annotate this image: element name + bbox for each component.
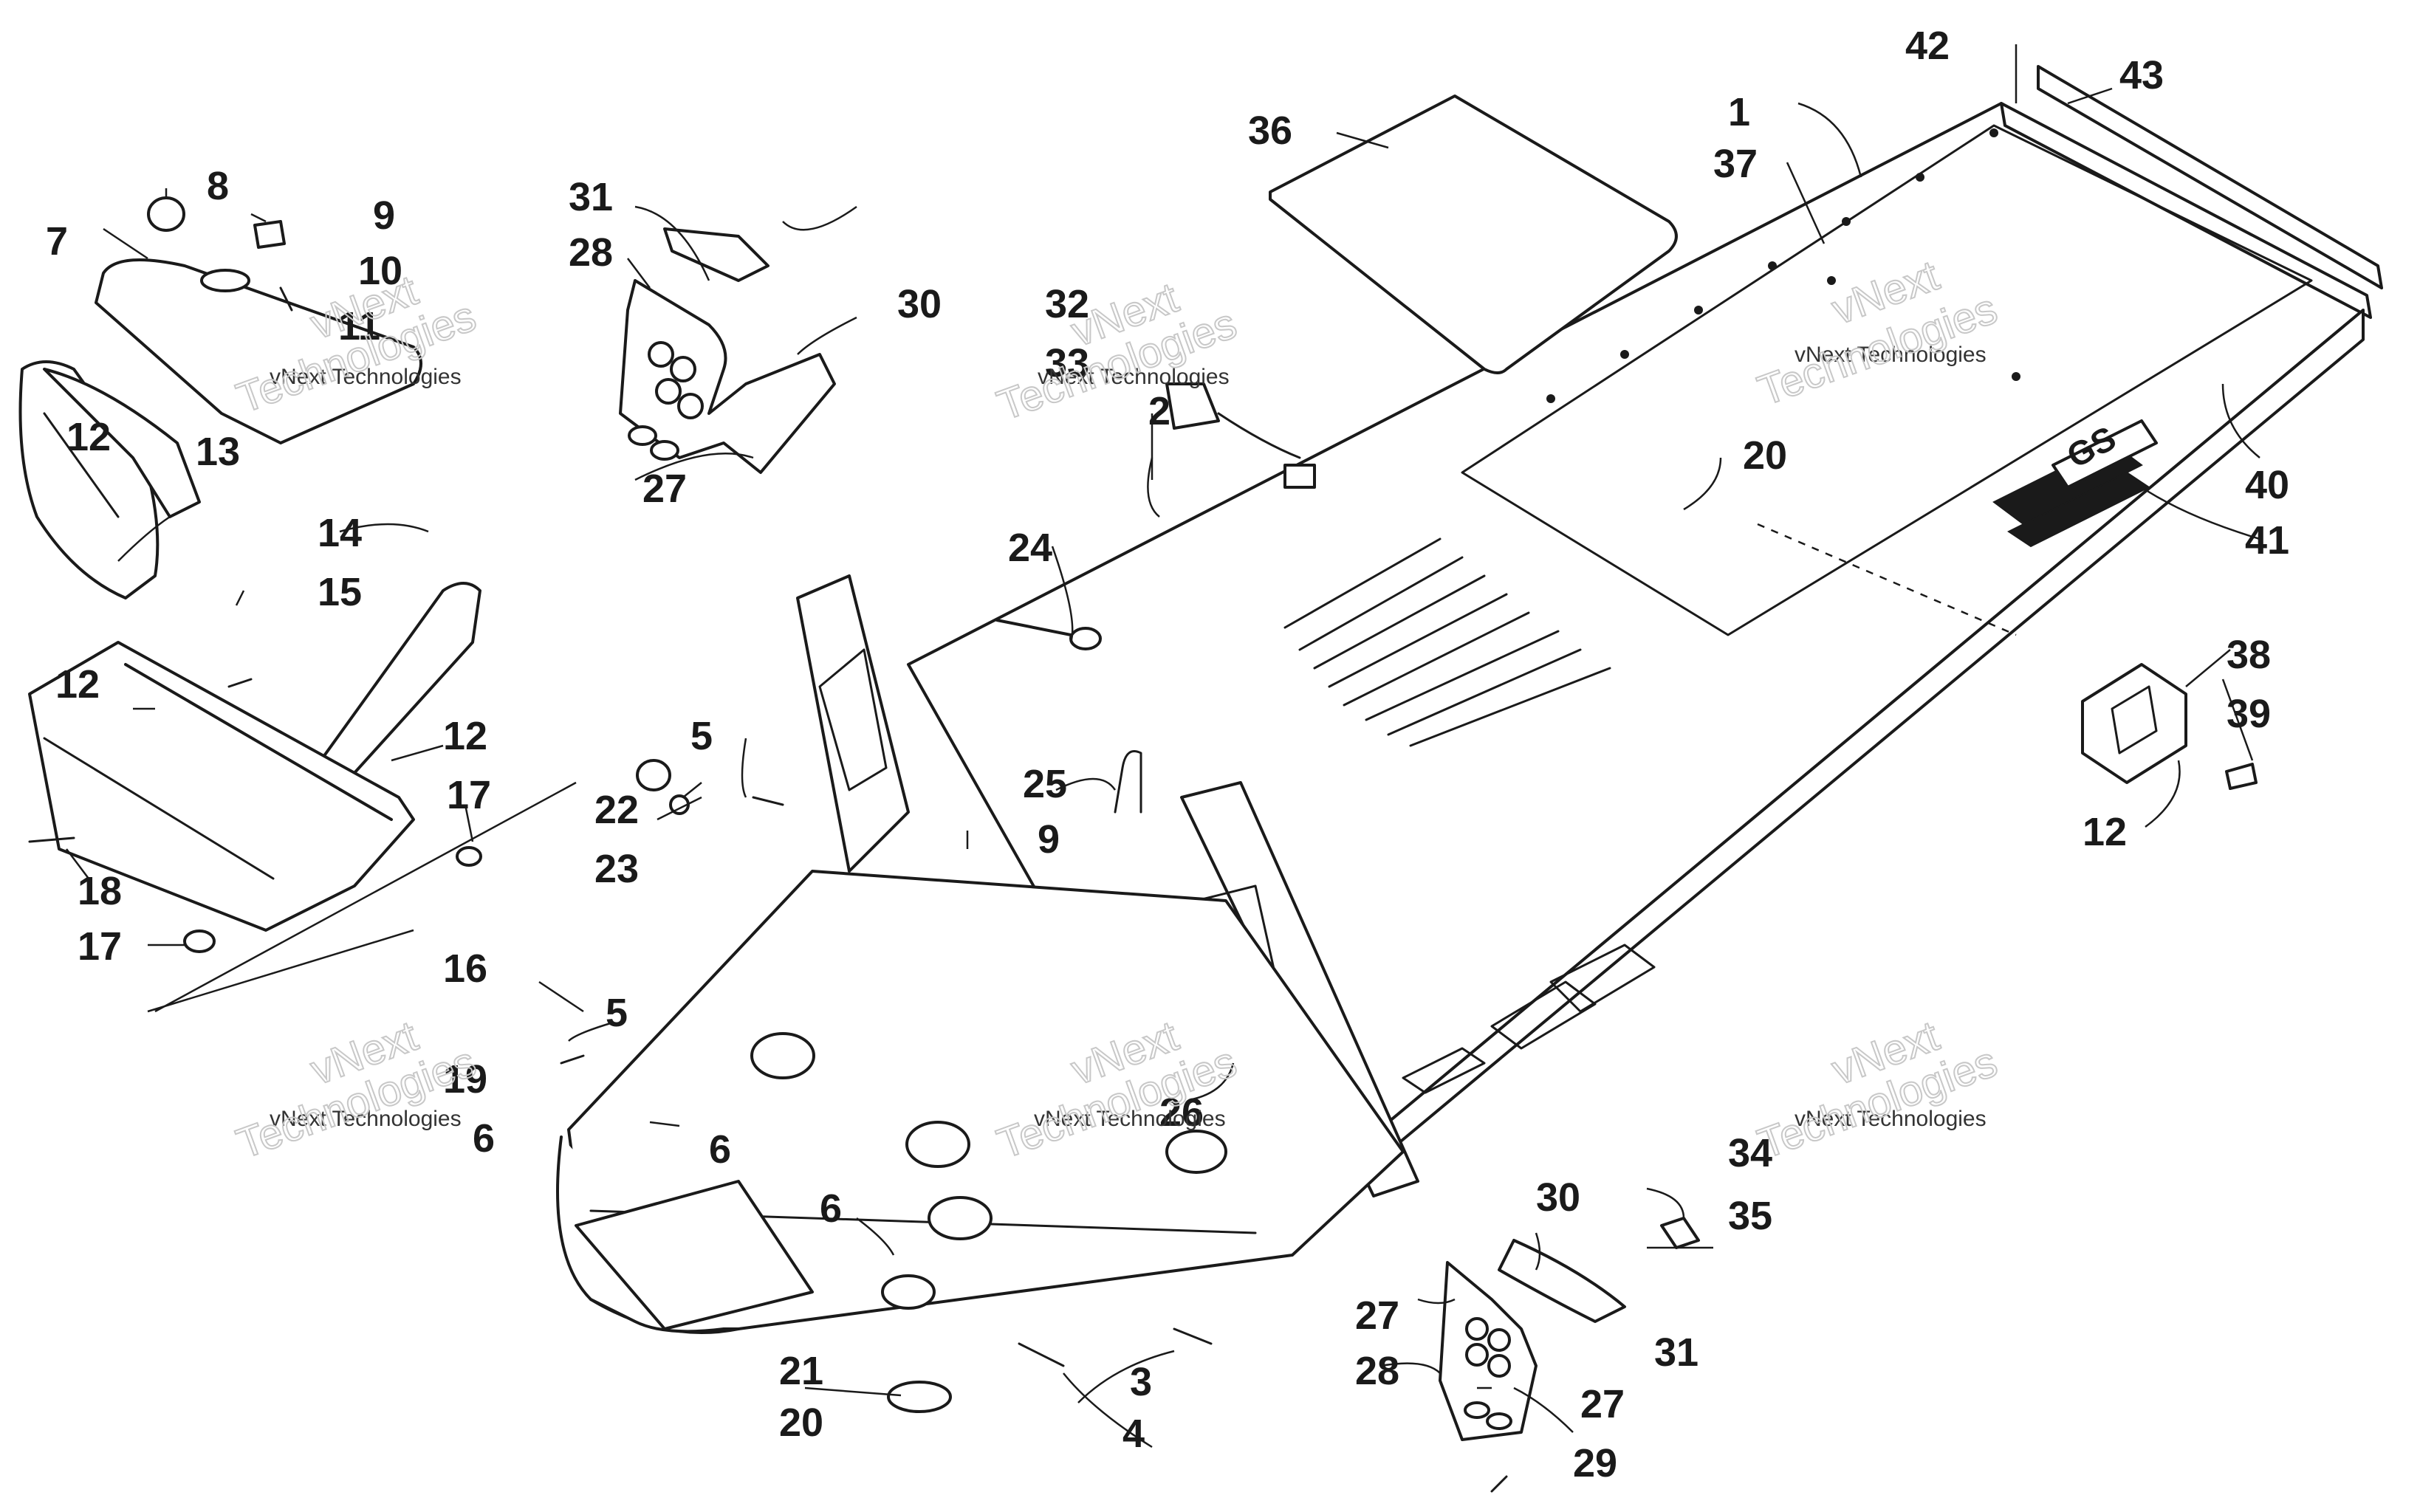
watermark-text: vNext Technologies [1038, 365, 1230, 389]
callout-39: 39 [2227, 692, 2271, 736]
callout-11: 11 [338, 304, 380, 348]
vent-slots [1283, 537, 1611, 747]
callout-27a: 27 [642, 467, 687, 511]
callout-7: 7 [46, 219, 68, 264]
grommet-lower [183, 929, 216, 953]
callout-34: 34 [1728, 1131, 1772, 1175]
callout-6a: 6 [473, 1116, 495, 1161]
upper-heat-deflector [663, 227, 769, 282]
small-decal [253, 220, 286, 249]
rubber-bumper [636, 759, 671, 791]
callout-29: 29 [1573, 1441, 1617, 1485]
lower-shield [1439, 1261, 1538, 1441]
callout-10: 10 [358, 249, 402, 293]
callout-9b: 9 [1038, 817, 1060, 862]
watermark-text: vNext Technologies [1795, 1107, 1987, 1131]
watermark-text: vNext Technologies [1034, 1107, 1226, 1131]
callout-2: 2 [1148, 389, 1170, 433]
watermark-text: vNext Technologies [270, 365, 462, 389]
callout-5a: 5 [690, 714, 713, 758]
mounting-plate [28, 641, 415, 932]
retaining-clip [1114, 750, 1142, 814]
callout-43: 43 [2119, 53, 2164, 97]
screw [279, 286, 293, 312]
callout-6c: 6 [820, 1186, 842, 1231]
callout-24: 24 [1008, 526, 1052, 570]
grommet [147, 196, 185, 232]
callout-42: 42 [1905, 24, 1950, 68]
skid-plate [95, 258, 422, 444]
callout-32: 32 [1045, 282, 1089, 326]
front-bulkhead [556, 574, 1419, 1334]
callout-18: 18 [78, 869, 122, 913]
callout-20a: 20 [1743, 433, 1787, 478]
callout-22: 22 [594, 788, 639, 832]
right-bracket [309, 582, 481, 799]
left-bracket [18, 360, 201, 599]
callout-37: 37 [1713, 142, 1758, 186]
callouts: 1 2 3 4 5 5 6 6 6 7 8 9 9 10 11 12 12 12… [46, 24, 2289, 1485]
callout-30b: 30 [1536, 1175, 1580, 1220]
callout-31b: 31 [1654, 1330, 1699, 1375]
hose-clamp [1660, 1217, 1700, 1249]
rail-holes [1546, 128, 2020, 403]
wiring-harness [1165, 382, 1316, 489]
callout-12c: 12 [443, 714, 487, 758]
callout-13: 13 [196, 430, 240, 474]
rear-bumper-bracket [2037, 65, 2383, 289]
lower-heat-deflector [1498, 1239, 1626, 1323]
callout-28a: 28 [569, 230, 613, 275]
callout-25: 25 [1023, 762, 1067, 806]
callout-17a: 17 [447, 773, 491, 817]
callout-16: 16 [443, 946, 487, 991]
callout-33: 33 [1045, 341, 1089, 385]
callout-36: 36 [1248, 109, 1292, 153]
callout-41: 41 [2245, 518, 2289, 563]
callout-31a: 31 [569, 175, 613, 219]
callout-38: 38 [2227, 633, 2271, 677]
leader-lines [66, 44, 2260, 1449]
callout-8: 8 [207, 164, 229, 208]
bolts [28, 678, 1508, 1493]
watermark-text: vNext Technologies [1795, 343, 1987, 367]
watermark-text: vNext Technologies [270, 1107, 462, 1131]
callout-28b: 28 [1355, 1349, 1399, 1393]
callout-12b: 12 [55, 662, 100, 707]
callout-40: 40 [2245, 463, 2289, 507]
callout-4: 4 [1122, 1412, 1145, 1456]
callout-15: 15 [318, 570, 362, 614]
callout-1: 1 [1728, 90, 1750, 134]
heat-shield-sheet [1269, 94, 1678, 374]
callout-35: 35 [1728, 1194, 1772, 1238]
callout-26: 26 [1159, 1090, 1204, 1135]
callout-14: 14 [318, 511, 362, 555]
callout-17b: 17 [78, 924, 122, 969]
rear-decal [2225, 763, 2258, 790]
drain-plug [887, 1381, 952, 1413]
callout-20b: 20 [779, 1401, 823, 1445]
callout-27c: 27 [1580, 1382, 1625, 1426]
callout-23: 23 [594, 847, 639, 891]
callout-30a: 30 [897, 282, 942, 326]
callout-5b: 5 [606, 991, 628, 1035]
callout-12a: 12 [66, 415, 111, 459]
lower-plate [575, 1180, 814, 1330]
dashed-leader [1757, 523, 2017, 636]
callout-12d: 12 [2083, 810, 2127, 854]
rear-hitch-bracket [2081, 663, 2187, 784]
callout-9a: 9 [373, 193, 395, 238]
callout-3: 3 [1130, 1360, 1152, 1404]
callout-6b: 6 [709, 1127, 731, 1172]
callout-27b: 27 [1355, 1293, 1399, 1338]
callout-19: 19 [443, 1057, 487, 1102]
upper-shield [619, 279, 836, 474]
grommet-upper [456, 846, 482, 867]
callout-21: 21 [779, 1349, 823, 1393]
